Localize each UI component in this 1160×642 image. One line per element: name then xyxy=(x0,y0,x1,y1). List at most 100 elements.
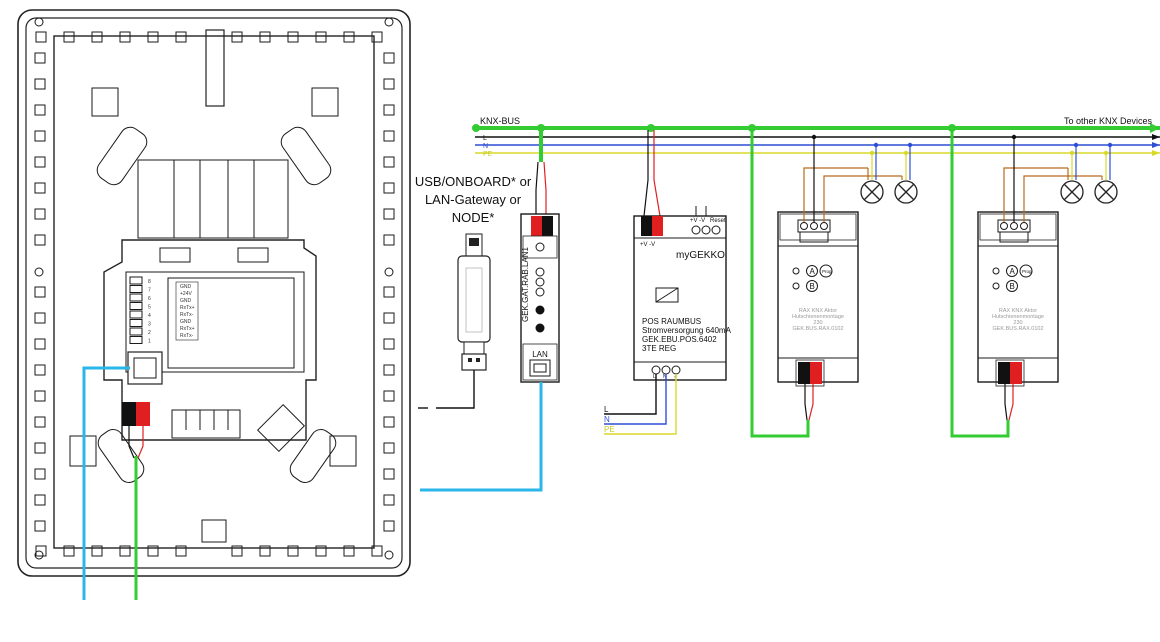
terminal-screw-icon xyxy=(711,225,721,235)
panel-mounting-squares xyxy=(34,31,395,557)
ps-terminal-n: N xyxy=(663,374,667,380)
mount-square xyxy=(35,545,47,557)
led-icon xyxy=(992,267,1000,275)
actuator-body xyxy=(977,211,1059,383)
terminal-number: 1 xyxy=(148,339,151,345)
usb-stick-body xyxy=(457,255,491,343)
bus-junction-dot xyxy=(647,124,655,132)
gateway-note-line3: NODE* xyxy=(452,210,495,225)
junction-dot xyxy=(1107,142,1113,148)
terminal-screw-icon xyxy=(701,225,711,235)
knx-connector-red xyxy=(531,216,542,236)
mount-square xyxy=(343,545,355,557)
mount-square xyxy=(383,312,395,324)
mount-square xyxy=(371,31,383,43)
panel-latch xyxy=(171,409,241,439)
led-icon xyxy=(992,282,1000,290)
panel-pad xyxy=(91,87,119,117)
mount-square xyxy=(383,208,395,220)
actuator-line4: GEK.BUS.RAX.0102 xyxy=(992,326,1043,332)
prog-label: Prog xyxy=(1022,269,1032,274)
pin-label: RxTx- xyxy=(180,333,194,339)
panel-slot xyxy=(280,126,332,186)
usb-port xyxy=(237,247,269,263)
mount-square xyxy=(383,130,395,142)
pin-header xyxy=(175,281,199,341)
usb-stick-label-area xyxy=(465,267,483,333)
actuator-line3: 230 xyxy=(813,320,822,326)
supply-n-wire xyxy=(604,374,667,425)
terminal-number: 2 xyxy=(148,330,151,336)
panel-pad xyxy=(201,519,227,543)
mount-square xyxy=(34,520,46,532)
pin-label: +24V xyxy=(180,291,192,297)
mount-square xyxy=(34,234,46,246)
supply-l-label: L xyxy=(604,405,609,414)
mount-square xyxy=(383,416,395,428)
prog-label: Prog xyxy=(822,269,832,274)
lan-jack xyxy=(127,351,163,385)
pin-label: GND xyxy=(180,284,192,290)
panel-hook xyxy=(205,29,225,107)
ps-reset-label: Reset xyxy=(710,218,726,224)
arrow-icon xyxy=(1150,123,1160,133)
button-icon xyxy=(535,305,545,315)
other-devices-label: To other KNX Devices xyxy=(1064,116,1153,126)
knx-connector-black xyxy=(641,216,652,236)
terminal-block xyxy=(129,310,143,319)
knx-connector-red xyxy=(136,402,150,426)
ps-brand: myGEKKO xyxy=(676,250,725,261)
junction-dot xyxy=(1069,150,1075,156)
supply-pe-label: PE xyxy=(604,425,615,434)
mount-square xyxy=(34,130,46,142)
panel-slot xyxy=(96,126,148,186)
junction-dot xyxy=(869,150,875,156)
mount-square xyxy=(259,31,271,43)
ps-top-right-label: +V -V xyxy=(690,218,705,224)
terminal-block xyxy=(129,327,143,336)
mount-square xyxy=(231,31,243,43)
pin-label: RxTx+ xyxy=(180,326,195,332)
mount-square xyxy=(259,545,271,557)
power-supply xyxy=(633,206,727,381)
mount-square xyxy=(343,31,355,43)
lan-module-divider xyxy=(522,235,558,259)
mount-square xyxy=(34,78,46,90)
mount-square xyxy=(175,545,187,557)
mount-square xyxy=(383,182,395,194)
panel-red-wire xyxy=(137,426,144,459)
lan-port-frame xyxy=(522,343,558,381)
mount-square xyxy=(34,156,46,168)
arrow-icon xyxy=(1152,150,1160,156)
panel-block xyxy=(199,159,229,239)
ps-terminal-l: L xyxy=(653,374,656,380)
lan-port-inner xyxy=(533,363,547,373)
mount-square xyxy=(34,364,46,376)
l-line-label: L xyxy=(483,135,487,142)
mount-square xyxy=(34,338,46,350)
mount-square xyxy=(34,312,46,324)
knx-connector-red xyxy=(810,362,822,384)
mount-square xyxy=(383,520,395,532)
panel-slot xyxy=(289,429,337,483)
mount-square xyxy=(34,494,46,506)
mount-square xyxy=(383,104,395,116)
arrow-icon xyxy=(1152,142,1160,148)
mount-square xyxy=(315,545,327,557)
junction-dot xyxy=(1011,134,1017,140)
screw-icon xyxy=(34,17,44,27)
actuator-red-wire xyxy=(1008,384,1014,421)
panel-black-wire xyxy=(128,426,135,459)
actuator-top-section xyxy=(779,213,857,241)
mount-square xyxy=(383,156,395,168)
screw-icon xyxy=(384,17,394,27)
mount-square xyxy=(371,545,383,557)
usb-stick-knx-plug-inner xyxy=(469,238,479,246)
actuator-line1: RAX KNX Aktor xyxy=(799,308,837,314)
ps-schematic-box xyxy=(655,287,679,303)
actuator-line2: Hutschienenmontage xyxy=(992,314,1044,320)
knx-drop-actuator xyxy=(950,128,1010,438)
knx-connector-frame xyxy=(995,359,1025,387)
mount-square xyxy=(383,468,395,480)
